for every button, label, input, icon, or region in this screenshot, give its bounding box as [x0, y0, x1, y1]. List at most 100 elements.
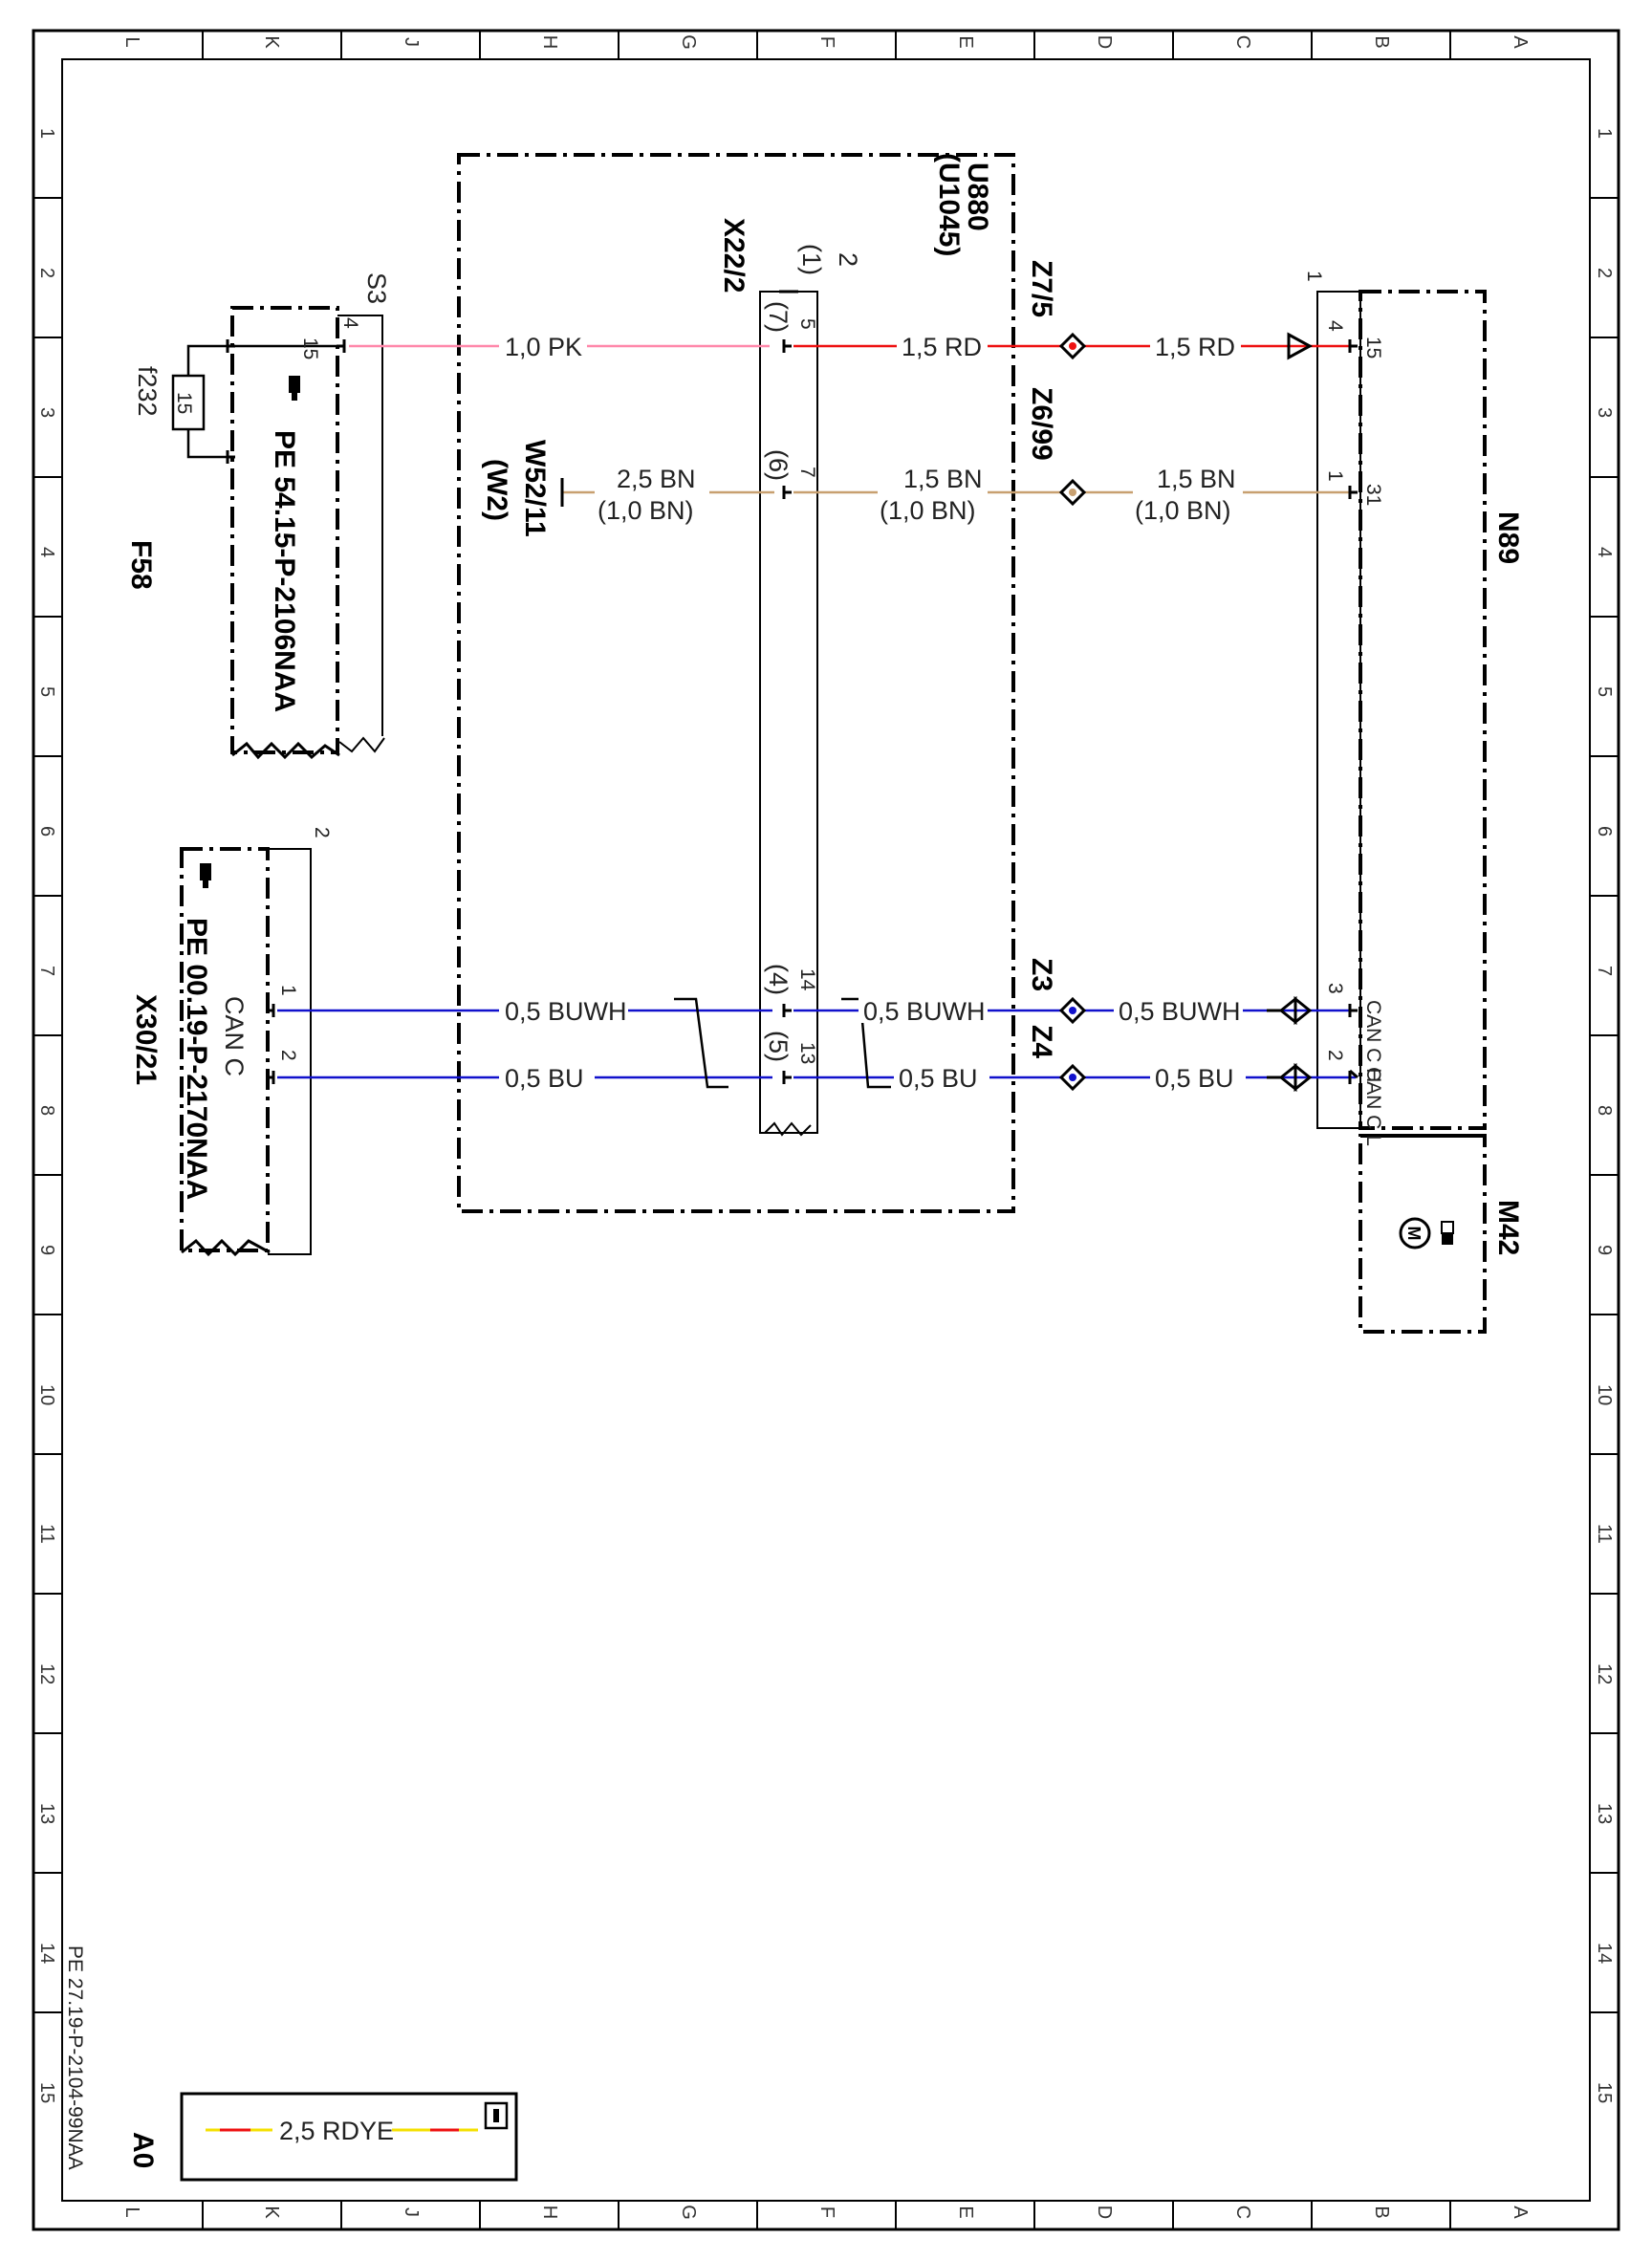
- label-w2: (W2): [481, 459, 512, 521]
- x22-connector-strip: [759, 291, 818, 1134]
- label-z7-5: Z7/5: [1026, 260, 1057, 317]
- label-n89: N89: [1492, 511, 1524, 564]
- s3-bracket-break: [338, 736, 385, 753]
- label-u1045: (U1045): [933, 153, 965, 256]
- row-label: 13: [1594, 1803, 1615, 1824]
- row-label: 9: [1594, 1245, 1615, 1255]
- fuse-rating: 15: [173, 392, 195, 414]
- legend-wire-label: 2,5 RDYE: [279, 2117, 394, 2145]
- pin-x22-7: 7: [796, 467, 818, 478]
- col-label: A: [1510, 2206, 1531, 2219]
- row-label: 15: [1594, 2082, 1615, 2103]
- col-label: B: [1371, 2206, 1392, 2218]
- label-x30-21: X30/21: [130, 994, 162, 1085]
- col-label: F: [816, 2206, 837, 2218]
- col-label: J: [401, 37, 422, 47]
- col-label: L: [121, 2206, 142, 2217]
- wire-label-buwh-a: 0,5 BUWH: [505, 997, 627, 1026]
- row-label: 4: [1594, 547, 1615, 557]
- label-x22-2: X22/2: [718, 218, 750, 293]
- x30-box: [180, 847, 270, 1252]
- col-label: E: [955, 2206, 976, 2218]
- wire-label-bn-c: 1,5 BN: [1157, 465, 1236, 493]
- pin-x22-13: 13: [796, 1042, 818, 1064]
- x22-break-mark: [764, 1121, 812, 1137]
- fuse-f232: [171, 374, 206, 431]
- row-label: 9: [36, 1245, 57, 1255]
- row-label: 1: [1594, 128, 1615, 139]
- n89-box: [1359, 290, 1487, 1130]
- wire-label-bn-a: 2,5 BN: [617, 465, 696, 493]
- svg-text:M: M: [1404, 1227, 1424, 1241]
- pin-n89-can-l: CAN C L: [1362, 1067, 1384, 1146]
- row-label: 2: [1594, 268, 1615, 278]
- wire-label-pk: 1,0 PK: [505, 333, 582, 361]
- pin-n89-can-h: CAN C H: [1362, 1000, 1384, 1082]
- col-label: L: [121, 36, 142, 47]
- row-label: 1: [36, 128, 57, 139]
- row-label: 3: [36, 407, 57, 418]
- col-label: K: [261, 2206, 282, 2219]
- wire-label-rd-b: 1,5 RD: [1155, 333, 1235, 361]
- col-label: G: [678, 2205, 699, 2220]
- col-label: B: [1371, 35, 1392, 48]
- row-label: 5: [36, 686, 57, 697]
- pin-x22-6p: (6): [764, 449, 793, 481]
- row-label: 3: [1594, 407, 1615, 418]
- pin-x22-4p: (4): [764, 964, 793, 995]
- m42-box: [1359, 1134, 1487, 1334]
- ref-pe-00: PE 00.19-P-2170NAA: [181, 918, 212, 1200]
- col-label: E: [955, 35, 976, 48]
- row-label: 11: [36, 1524, 57, 1544]
- row-label: 2: [36, 268, 57, 278]
- splice-points: [1058, 332, 1087, 1092]
- row-label: 6: [36, 826, 57, 837]
- x30-bracket: [268, 848, 312, 1255]
- col-label: G: [678, 34, 699, 50]
- s3-break-mark: [231, 741, 340, 760]
- row-label: 4: [36, 547, 57, 557]
- label-z3: Z3: [1026, 958, 1057, 991]
- row-label: 12: [1594, 1663, 1615, 1684]
- outer-frame: [32, 29, 1620, 2231]
- hand-pointer-icon: [200, 863, 211, 888]
- sheet-code: PE 27.19-P-2104-99NAA: [64, 1945, 86, 2170]
- twist-mark-right: [841, 997, 891, 1089]
- pin-x22-14: 14: [796, 968, 818, 991]
- pin-x30-2: 2: [277, 1050, 299, 1061]
- x22-pin-1: (1): [797, 244, 826, 275]
- col-label: H: [539, 2206, 560, 2219]
- row-label: 14: [36, 1943, 57, 1964]
- row-label: 12: [36, 1663, 57, 1684]
- pin-n89-3: 3: [1324, 983, 1346, 994]
- info-icon: [484, 2101, 509, 2130]
- ref-pe-54: PE 54.15-P-2106NAA: [269, 430, 300, 712]
- pin-n89-15: 15: [1362, 337, 1384, 359]
- row-label: 7: [1594, 966, 1615, 976]
- x22-pin-2: 2: [834, 252, 862, 267]
- row-label: 8: [1594, 1105, 1615, 1116]
- can-l-arrows-icon: [1267, 1062, 1313, 1093]
- label-s3: S3: [362, 272, 391, 304]
- wire-label-bn-a2: (1,0 BN): [598, 496, 694, 525]
- pin-n89-4: 4: [1324, 320, 1346, 332]
- wire-label-bu-a: 0,5 BU: [505, 1064, 584, 1093]
- row-labels: 1 2 3 4 5 6 7 8 9 10 11 12 13 14 15 1 2 …: [36, 128, 1615, 2103]
- pin-x22-5: 5: [796, 318, 818, 330]
- row-label: 5: [1594, 686, 1615, 697]
- col-label: C: [1232, 2206, 1253, 2219]
- row-label: 8: [36, 1105, 57, 1116]
- wire-label-bn-c2: (1,0 BN): [1135, 496, 1231, 525]
- row-label: 6: [1594, 826, 1615, 837]
- wire-label-bu-b: 0,5 BU: [899, 1064, 978, 1093]
- row-label: 14: [1594, 1943, 1615, 1964]
- motor-icon: M: [1399, 1217, 1454, 1250]
- column-labels: L K J H G F E D C B A L K J H G F E D C …: [121, 34, 1531, 2220]
- pin-n89-1: 1: [1324, 470, 1346, 482]
- col-label: D: [1094, 2206, 1115, 2219]
- wire-label-buwh-c: 0,5 BUWH: [1119, 997, 1241, 1026]
- legend-box: [180, 2092, 518, 2182]
- splice-dots: [1069, 342, 1076, 1081]
- row-label: 10: [36, 1384, 57, 1405]
- label-z4: Z4: [1026, 1025, 1057, 1058]
